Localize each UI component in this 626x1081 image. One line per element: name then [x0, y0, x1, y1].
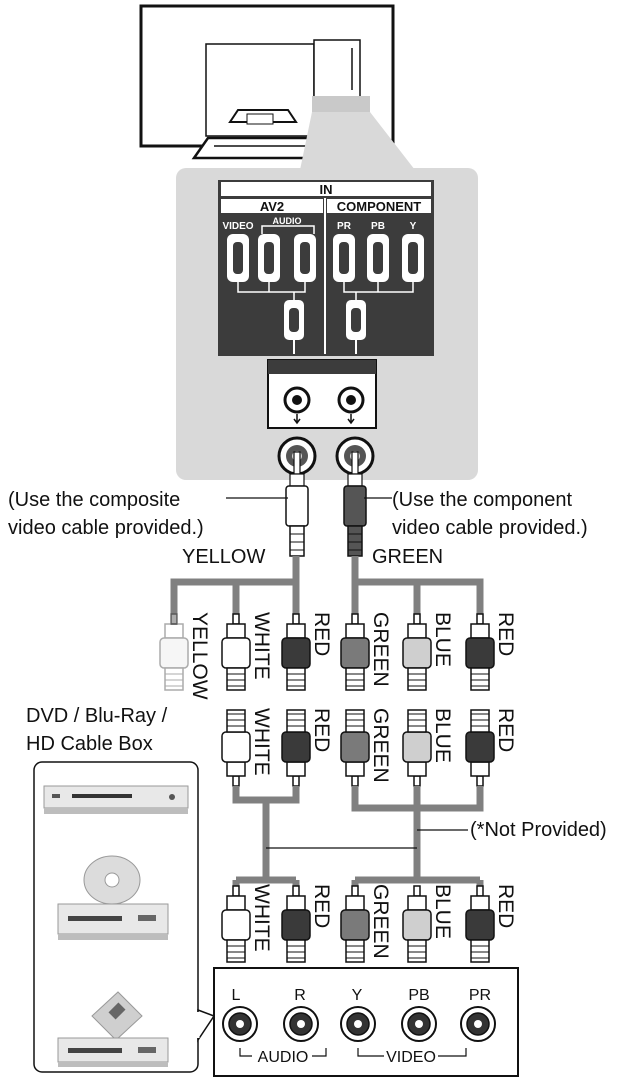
plug-green-1: [340, 613, 370, 691]
plug-blue-2: [402, 709, 432, 787]
plug-red-c3: [465, 885, 495, 963]
panel-av2-label: AV2: [260, 199, 284, 214]
device-icons-panel: [33, 761, 216, 1073]
plug-red-1: [281, 613, 311, 691]
panel-audio-label: AUDIO: [273, 216, 302, 226]
yellow-cable-label: YELLOW: [182, 546, 265, 568]
component-minijack-cable: [343, 451, 367, 557]
dvd-player-icon: [43, 785, 189, 814]
row3-labels: WHITE RED GREEN BLUE RED: [250, 884, 517, 959]
panel-pb-label: PB: [371, 221, 385, 232]
composite-note-line1: (Use the composite: [8, 489, 180, 511]
jack-label-r: R: [294, 987, 306, 1004]
component-note-line1: (Use the component: [392, 489, 573, 511]
panel-port-pr: [333, 234, 355, 282]
tv-illustration: [139, 4, 395, 160]
panel-port-audio-r: [294, 234, 316, 282]
jack-label-y: Y: [352, 987, 363, 1004]
row2-label-green: GREEN: [369, 708, 392, 783]
panel-port-video: [227, 234, 249, 282]
jack-label-pr: PR: [469, 987, 491, 1004]
panel-adapter-av: [284, 300, 304, 340]
row3-label-green: GREEN: [369, 884, 392, 959]
plug-red-3: [281, 885, 311, 963]
composite-note-line2: video cable provided.): [8, 517, 204, 539]
device-title-line2: HD Cable Box: [26, 733, 153, 755]
callout-wedge: [300, 112, 415, 170]
jack-label-pb: PB: [408, 987, 429, 1004]
green-cable-label: GREEN: [372, 546, 443, 568]
plug-white-1: [221, 613, 251, 691]
row1-label-white: WHITE: [250, 612, 273, 680]
panel-port-audio-l: [258, 234, 280, 282]
panel-y-label: Y: [410, 221, 417, 232]
split-cables-top: [170, 556, 484, 625]
plug-red-c2: [465, 709, 495, 787]
row1-label-red-c: RED: [494, 612, 517, 656]
plug-red-c1: [465, 613, 495, 691]
jack-y: [340, 1006, 376, 1042]
split-cables-middle: [232, 786, 484, 886]
component-note-line2: video cable provided.): [392, 517, 588, 539]
row1-labels: YELLOW WHITE RED GREEN BLUE RED: [188, 612, 517, 700]
jack-label-l: L: [232, 987, 241, 1004]
plug-white-3: [221, 885, 251, 963]
video-bracket-label: VIDEO: [386, 1049, 436, 1066]
jack-l: [222, 1006, 258, 1042]
row1-label-green: GREEN: [369, 612, 392, 687]
panel-port-y: [402, 234, 424, 282]
row2-labels: WHITE RED GREEN BLUE RED: [250, 708, 517, 783]
panel-port-pb: [367, 234, 389, 282]
device-jack-panel: L R Y PB PR AUDIO VIDEO: [213, 967, 519, 1077]
cable-box-icon: [57, 991, 169, 1067]
row1-label-yellow: YELLOW: [188, 612, 211, 700]
plug-red-2: [281, 709, 311, 787]
plug-blue-3: [402, 885, 432, 963]
bluray-player-icon: [57, 855, 169, 940]
row2-label-red: RED: [310, 708, 333, 752]
panel-in-label: IN: [320, 182, 333, 197]
plug-green-3: [340, 885, 370, 963]
not-provided-note: (*Not Provided): [470, 819, 607, 841]
jack-pr: [460, 1006, 496, 1042]
device-title-line1: DVD / Blu-Ray /: [26, 705, 168, 727]
row2-label-white: WHITE: [250, 708, 273, 776]
row1-label-red: RED: [310, 612, 333, 656]
panel-pr-label: PR: [337, 221, 352, 232]
audio-bracket-label: AUDIO: [258, 1049, 309, 1066]
composite-minijack-cable: [285, 451, 309, 557]
plug-white-2: [221, 709, 251, 787]
jack-r: [283, 1006, 319, 1042]
row3-label-red: RED: [310, 884, 333, 928]
plug-yellow-1: [159, 613, 189, 691]
row3-label-white: WHITE: [250, 884, 273, 952]
plug-blue-1: [402, 613, 432, 691]
rear-panel-zoom: IN AV2 COMPONENT VIDEO AUDIO PR PB Y: [176, 168, 478, 480]
panel-video-label: VIDEO: [222, 221, 253, 232]
row1-label-blue: BLUE: [431, 612, 454, 667]
panel-adapter-component: [346, 300, 366, 340]
row2-label-red-c: RED: [494, 708, 517, 752]
panel-component-label: COMPONENT: [337, 199, 422, 214]
row3-label-red-c: RED: [494, 884, 517, 928]
row3-label-blue: BLUE: [431, 884, 454, 939]
row2-label-blue: BLUE: [431, 708, 454, 763]
plug-green-2: [340, 709, 370, 787]
jack-pb: [401, 1006, 437, 1042]
